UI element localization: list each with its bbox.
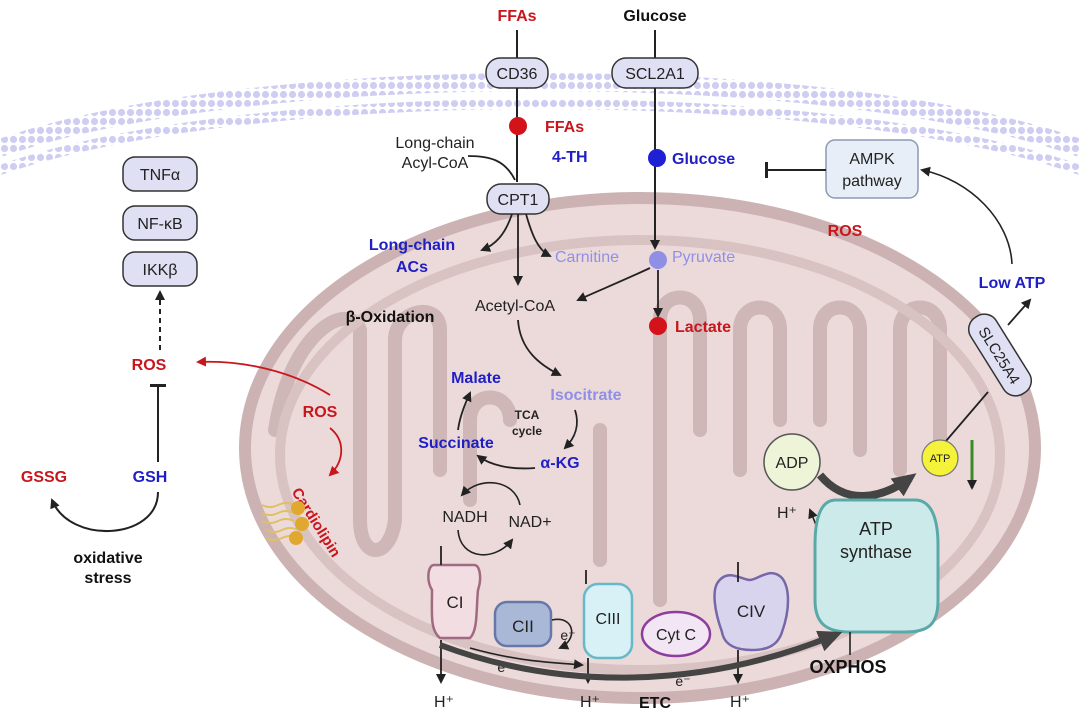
malate-label: Malate [451,370,501,387]
ffas-top-label: FFAs [497,8,536,25]
cii-electron-label: e⁻ [560,627,575,643]
nfkb-label: NF-κB [137,216,182,233]
cytc-complex [640,610,712,658]
cd36-label: CD36 [497,66,538,83]
civ-complex [713,572,790,652]
oxphos-label: OXPHOS [809,657,886,677]
ros-lower-label: ROS [303,404,338,421]
adp-circle [763,433,821,491]
isocitrate-label: Isocitrate [550,387,621,404]
ffas-dot [509,117,527,135]
gssg-label: GSSG [21,469,67,486]
ros-to-ros-red-arrow [196,356,331,396]
carnitine-label: Carnitine [555,249,619,266]
ikkb-box [122,251,198,287]
nfkb-box [122,205,198,241]
ikkb-label: IKKβ [143,262,178,279]
synthase-hplus-label: H⁺ [777,505,797,522]
low-atp-to-ampk-arrow [920,166,1013,265]
tca-arrow-akg-succinate [476,454,536,470]
atp-circle [921,439,959,477]
akg-label: α-KG [540,455,579,472]
glucose-dot [648,149,666,167]
beta-oxidation-label: β-Oxidation [346,309,435,326]
long-chain-acyl-coa-label-2: Acyl-CoA [402,155,469,172]
nadh-label: NADH [442,509,487,526]
ci-hplus-label: H⁺ [434,694,454,711]
civ-label: CIV [737,602,766,621]
nad-cycle-arrow-top [460,481,521,506]
ampk-label-1: AMPK [849,151,895,168]
cpt1-to-carnitine-arrow [525,213,552,257]
tca-label-1: TCA [515,408,540,422]
ros-top-label: ROS [828,223,863,240]
oxidative-stress-label-1: oxidative [73,550,142,567]
ci-label: CI [447,593,464,612]
ros-upper-label: ROS [132,357,167,374]
cii-complex [493,600,553,648]
cpt1-to-lcacs-arrow [480,213,513,252]
glucose-dot-label: Glucose [672,151,735,168]
ffas-dot-label: FFAs [545,119,584,136]
lcacs-label-1: Long-chain [369,237,455,254]
cardiolipin-lipid-icon [261,501,309,545]
cii-label: CII [512,617,534,636]
pyruvate-label: Pyruvate [672,249,735,266]
atp-label: ATP [930,453,951,465]
atp-synthase-label-2: synthase [840,542,912,562]
acyl-coa-curve [467,155,516,181]
oxidative-stress-arrow [50,491,159,532]
gsh-label: GSH [133,469,168,486]
succinate-label: Succinate [418,435,494,452]
pyruvate-to-acetylcoa-arrow [576,267,651,302]
atp-synthase-label-1: ATP [859,519,893,539]
ciii-label: CIII [596,611,621,628]
ci-electron-arrow [469,647,584,670]
atp-synthase-shape [813,498,940,634]
acetylcoa-to-isocitrate-arrow [517,319,562,376]
tca-label-2: cycle [512,424,542,438]
cytc-label: Cyt C [656,627,696,644]
lactate-dot [649,317,667,335]
etc-label: ETC [639,695,671,712]
adp-label: ADP [776,455,809,472]
tnfa-label: TNFα [140,167,180,184]
etc-main-arrow [438,630,843,681]
ci-complex [427,563,482,640]
atp-to-slc25a4-line [939,391,989,449]
tnfa-box [122,156,198,192]
ciii-complex [582,582,634,660]
acetyl-coa-label: Acetyl-CoA [475,298,555,315]
lcacs-label-2: ACs [396,259,428,276]
ampk-label-2: pathway [842,173,902,190]
ros-to-cardiolipin-arrow [328,427,343,477]
four-th-label: 4-TH [552,149,588,166]
cii-electron-arrow [551,618,573,650]
oxidative-stress-label-2: stress [84,570,131,587]
pyruvate-dot [649,251,667,269]
tca-arrow-succinate-malate [457,391,472,431]
low-atp-label: Low ATP [979,275,1046,292]
glucose-top-label: Glucose [623,8,686,25]
tca-arrow-isocitrate-akg [563,409,578,450]
civ-hplus-label: H⁺ [730,694,750,711]
nad-label: NAD+ [508,514,551,531]
slc25a4-to-low-atp-arrow [1007,298,1032,326]
long-chain-acyl-coa-label-1: Long-chain [395,135,474,152]
adp-to-atp-arrow [816,472,917,500]
nad-cycle-arrow-bottom [457,529,514,556]
scl2a1-label: SCL2A1 [625,66,685,83]
cpt1-label: CPT1 [498,192,539,209]
ciii-hplus-label: H⁺ [580,694,600,711]
lactate-label: Lactate [675,319,731,336]
